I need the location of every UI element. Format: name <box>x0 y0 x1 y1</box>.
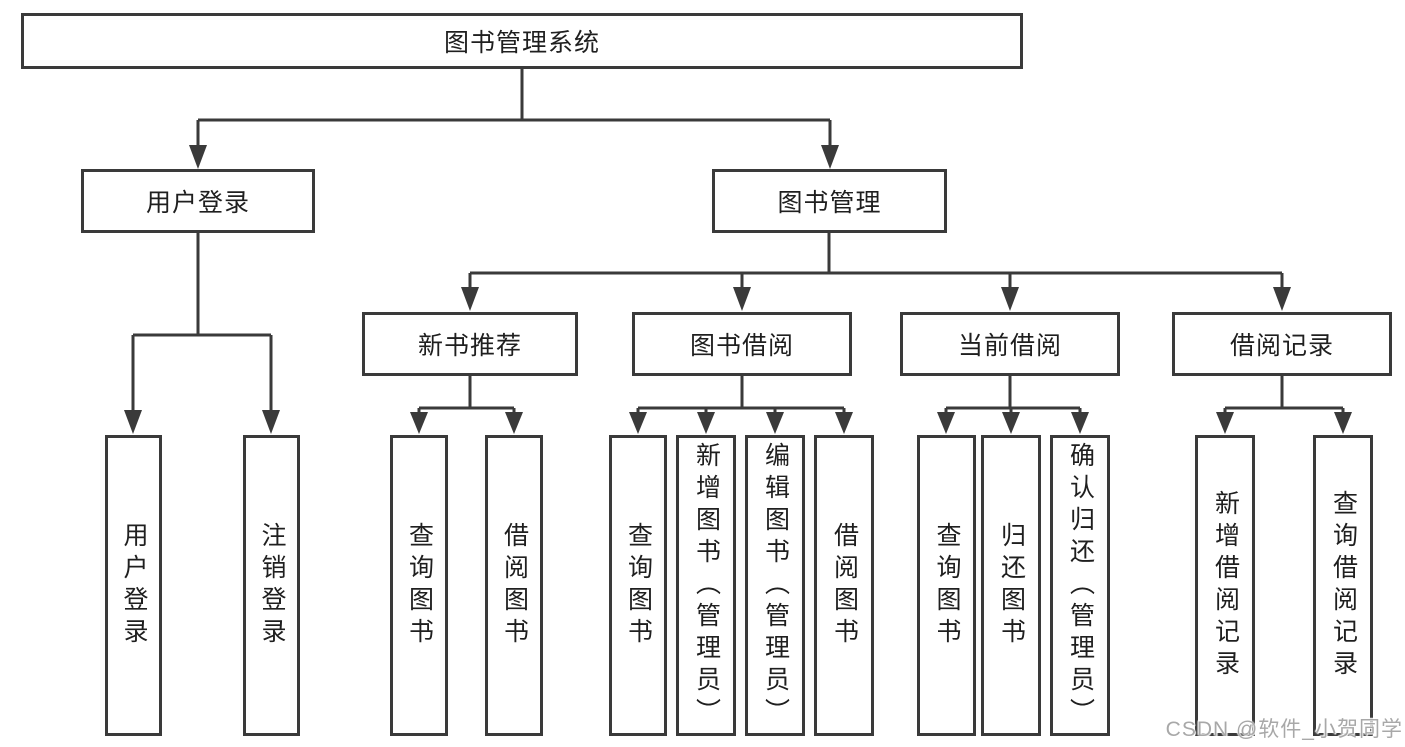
leaf-logout-label: 注销登录 <box>258 521 286 650</box>
leaf-query-books-current: 查询图书 <box>917 435 976 736</box>
leaf-query-borrow-record: 查询借阅记录 <box>1313 435 1373 736</box>
node-new-book-recommend-label: 新书推荐 <box>417 332 522 360</box>
node-book-borrow-label: 图书借阅 <box>689 332 794 360</box>
node-book-management-label: 图书管理 <box>777 189 882 217</box>
leaf-borrow-books-label: 借阅图书 <box>830 521 859 650</box>
node-book-management: 图书管理 <box>712 169 947 233</box>
leaf-add-book-admin-label: 新增图书（管理员） <box>692 441 721 730</box>
leaf-return-book: 归还图书 <box>981 435 1041 736</box>
leaf-confirm-return-admin-label: 确认归还（管理员） <box>1066 441 1095 730</box>
leaf-confirm-return-admin: 确认归还（管理员） <box>1050 435 1110 736</box>
node-library-system-label: 图书管理系统 <box>443 29 600 57</box>
leaf-edit-book-admin-label: 编辑图书（管理员） <box>761 441 790 730</box>
leaf-query-books-current-label: 查询图书 <box>933 521 961 650</box>
leaf-query-books-recommend-label: 查询图书 <box>405 521 434 650</box>
node-borrow-records-label: 借阅记录 <box>1229 332 1334 360</box>
node-new-book-recommend: 新书推荐 <box>362 312 578 376</box>
node-borrow-records: 借阅记录 <box>1172 312 1392 376</box>
leaf-borrow-books: 借阅图书 <box>814 435 874 736</box>
leaf-query-borrow-record-label: 查询借阅记录 <box>1329 489 1358 682</box>
leaf-add-borrow-record: 新增借阅记录 <box>1195 435 1255 736</box>
leaf-edit-book-admin: 编辑图书（管理员） <box>745 435 805 736</box>
leaf-user-login-label: 用户登录 <box>120 521 148 650</box>
leaf-borrow-books-recommend-label: 借阅图书 <box>500 521 529 650</box>
csdn-watermark: CSDN @软件_小贺同学 <box>1165 718 1403 741</box>
leaf-query-books-borrow: 查询图书 <box>609 435 667 736</box>
node-book-borrow: 图书借阅 <box>632 312 852 376</box>
node-user-login: 用户登录 <box>81 169 315 233</box>
leaf-return-book-label: 归还图书 <box>997 521 1026 650</box>
node-user-login-label: 用户登录 <box>145 189 250 217</box>
leaf-add-book-admin: 新增图书（管理员） <box>676 435 736 736</box>
leaf-logout: 注销登录 <box>243 435 300 736</box>
node-library-system: 图书管理系统 <box>21 13 1023 69</box>
leaf-user-login: 用户登录 <box>105 435 162 736</box>
leaf-query-books-borrow-label: 查询图书 <box>624 521 653 650</box>
leaf-add-borrow-record-label: 新增借阅记录 <box>1211 489 1240 682</box>
leaf-query-books-recommend: 查询图书 <box>390 435 448 736</box>
node-current-borrow: 当前借阅 <box>900 312 1120 376</box>
node-current-borrow-label: 当前借阅 <box>957 332 1062 360</box>
leaf-borrow-books-recommend: 借阅图书 <box>485 435 543 736</box>
